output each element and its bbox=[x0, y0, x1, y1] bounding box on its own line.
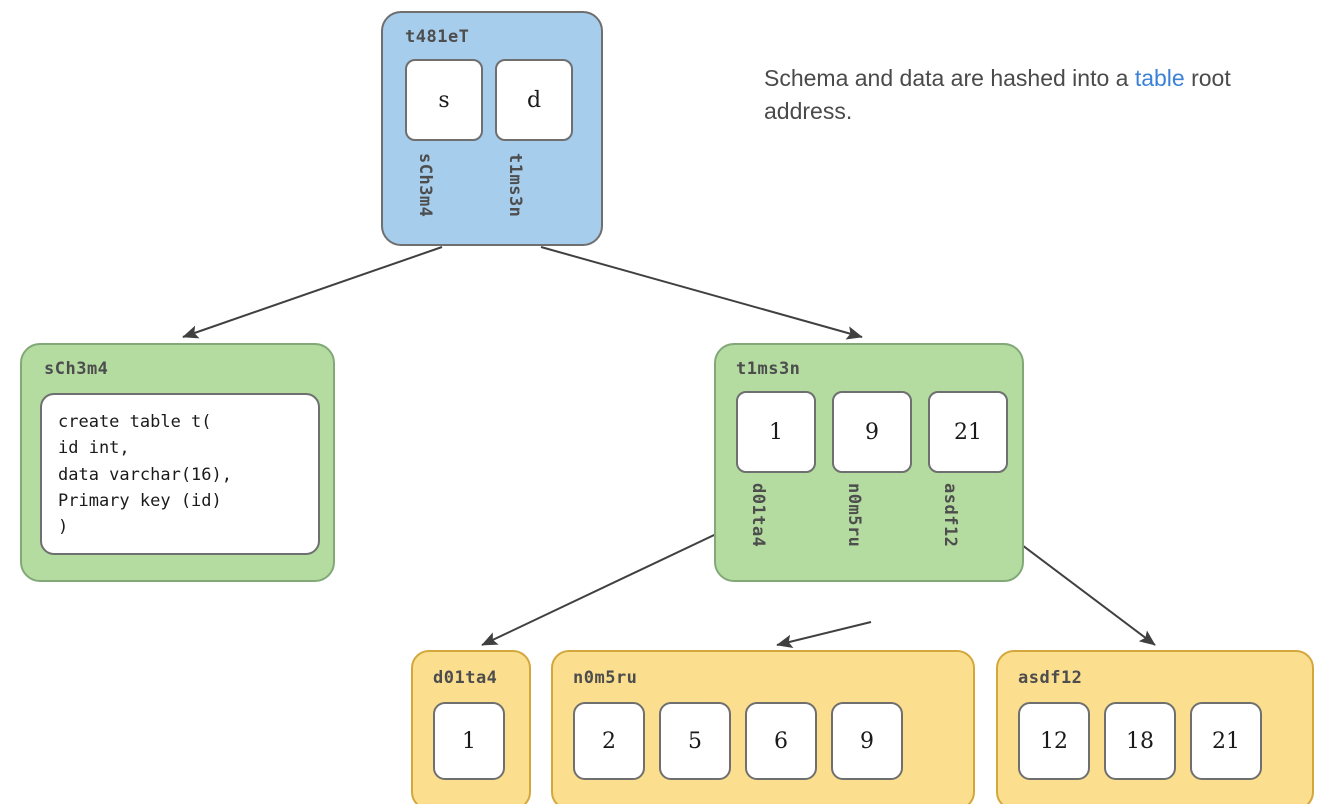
cell-row: 12 18 21 bbox=[1018, 702, 1262, 780]
node-leaf-asdf12[interactable]: asdf12 12 18 21 bbox=[996, 650, 1314, 804]
edge-index-to-leaf-1 bbox=[776, 621, 872, 648]
edge-root-to-schema bbox=[182, 246, 443, 339]
edge-root-to-index bbox=[540, 246, 863, 340]
node-label: d01ta4 bbox=[433, 668, 498, 688]
cell[interactable]: 1 bbox=[736, 391, 816, 473]
edge-index-to-leaf-0 bbox=[481, 517, 751, 646]
cell[interactable]: 2 bbox=[573, 702, 645, 780]
node-label: sCh3m4 bbox=[44, 359, 109, 379]
annotation-part-1: Schema and data are hashed into a bbox=[764, 65, 1135, 91]
node-index-t1ms3n[interactable]: t1ms3n 1 9 21 d01ta4 n0m5ru asdf12 bbox=[714, 343, 1024, 582]
node-leaf-n0m5ru[interactable]: n0m5ru 2 5 6 9 bbox=[551, 650, 975, 804]
edge-index-to-leaf-2 bbox=[1001, 529, 1156, 646]
cell-row: 1 9 21 bbox=[736, 391, 1008, 473]
node-label: n0m5ru bbox=[573, 668, 638, 688]
cell-row: 1 bbox=[433, 702, 505, 780]
cell[interactable]: 12 bbox=[1018, 702, 1090, 780]
cell[interactable]: 6 bbox=[745, 702, 817, 780]
cell[interactable]: s bbox=[405, 59, 483, 141]
node-label: t1ms3n bbox=[736, 359, 801, 379]
node-label: asdf12 bbox=[1018, 668, 1083, 688]
pointer-label: asdf12 bbox=[940, 483, 960, 548]
cell[interactable]: 18 bbox=[1104, 702, 1176, 780]
cell[interactable]: d bbox=[495, 59, 573, 141]
node-leaf-d01ta4[interactable]: d01ta4 1 bbox=[411, 650, 531, 804]
node-schema-sCh3m4[interactable]: sCh3m4 create table t( id int, data varc… bbox=[20, 343, 335, 582]
pointer-label: t1ms3n bbox=[505, 153, 525, 218]
annotation-highlight-table: table bbox=[1134, 65, 1185, 91]
cell[interactable]: 21 bbox=[1190, 702, 1262, 780]
pointer-label: n0m5ru bbox=[844, 483, 864, 548]
cell[interactable]: 21 bbox=[928, 391, 1008, 473]
cell[interactable]: 9 bbox=[831, 702, 903, 780]
sql-schema-text: create table t( id int, data varchar(16)… bbox=[40, 393, 320, 555]
cell-row: 2 5 6 9 bbox=[573, 702, 903, 780]
node-label: t481eT bbox=[405, 27, 470, 47]
node-root-t481eT[interactable]: t481eT s d sCh3m4 t1ms3n bbox=[381, 11, 603, 246]
cell-row: s d bbox=[405, 59, 573, 141]
cell[interactable]: 5 bbox=[659, 702, 731, 780]
pointer-label: sCh3m4 bbox=[415, 153, 435, 218]
annotation-part-2: root address. bbox=[764, 65, 1231, 124]
pointer-label: d01ta4 bbox=[748, 483, 768, 548]
cell[interactable]: 1 bbox=[433, 702, 505, 780]
annotation-text: Schema and data are hashed into a table … bbox=[764, 62, 1309, 127]
cell[interactable]: 9 bbox=[832, 391, 912, 473]
